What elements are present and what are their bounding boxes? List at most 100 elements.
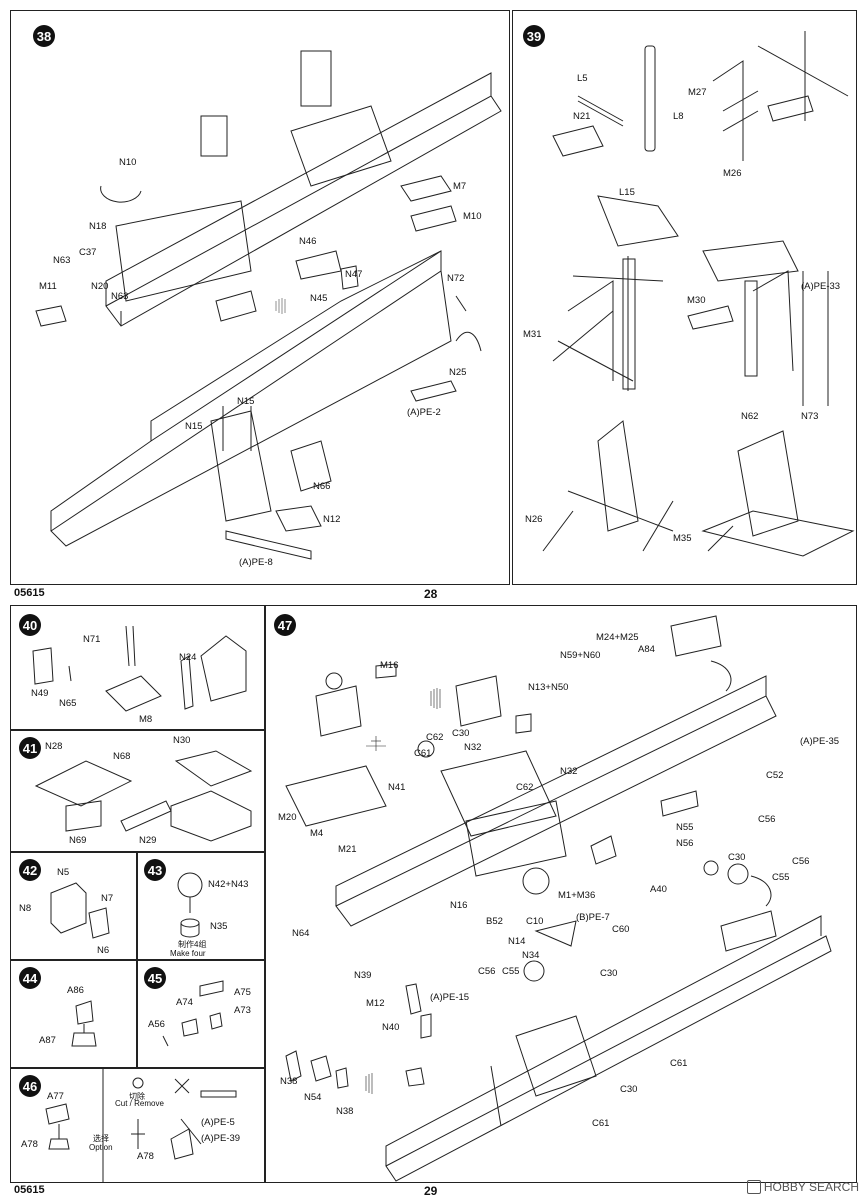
label-a78: A78 (21, 1139, 38, 1150)
label-n47: N47 (345, 269, 363, 280)
label-n65: N65 (59, 698, 77, 709)
label-n72: N72 (447, 273, 465, 284)
label-l8: L8 (673, 111, 684, 122)
label-m16: M16 (380, 660, 399, 671)
label-n29: N29 (139, 835, 157, 846)
label-a40: A40 (650, 884, 667, 895)
watermark-logo-icon (746, 1180, 761, 1194)
label-c61-b: C61 (670, 1058, 688, 1069)
label-n14: N14 (508, 936, 526, 947)
label-a-pe-33: (A)PE-33 (801, 281, 841, 292)
label-l15: L15 (619, 187, 635, 198)
label-m30: M30 (687, 295, 706, 306)
label-n42-n43: N42+N43 (208, 879, 249, 890)
label-b52: B52 (486, 916, 503, 927)
label-n35: N35 (210, 921, 228, 932)
label-n69: N69 (69, 835, 87, 846)
step-39-drawing (542, 31, 855, 557)
label-a78-b: A78 (137, 1151, 154, 1162)
label-m31: M31 (523, 329, 542, 340)
label-n28: N28 (45, 741, 63, 752)
step-46-number: 46 (19, 1075, 41, 1097)
label-a-pe-39: (A)PE-39 (201, 1133, 241, 1144)
label-n63: N63 (53, 255, 71, 266)
step-46-panel: 46 A77 A78 切除 Cut / Remove 选择 Option (A)… (10, 1068, 265, 1183)
label-n30: N30 (173, 735, 191, 746)
label-m7: M7 (453, 181, 467, 192)
footer-code-bottom: 05615 (14, 1184, 45, 1196)
step-38-panel: 38 (10, 10, 510, 585)
label-n15: N15 (237, 396, 255, 407)
label-c56-b: C56 (792, 856, 810, 867)
option-cn: 选择 (93, 1134, 109, 1143)
label-n10: N10 (119, 157, 137, 168)
label-n6: N6 (97, 945, 110, 956)
label-m4: M4 (310, 828, 324, 839)
label-n13-n50: N13+N50 (528, 682, 569, 693)
step-41-panel: 41 N28 N68 N30 N69 N29 (10, 730, 265, 852)
label-n54: N54 (304, 1092, 322, 1103)
label-c30: C30 (452, 728, 470, 739)
label-c56: C56 (758, 814, 776, 825)
label-n55: N55 (676, 822, 694, 833)
label-a-pe-8: (A)PE-8 (239, 557, 273, 568)
step-38-drawing (35, 50, 502, 560)
step-44-drawing (71, 1000, 97, 1047)
label-m8: M8 (139, 714, 153, 725)
note-make-four-cn: 制作4组 (178, 940, 207, 949)
label-c10: C10 (526, 916, 544, 927)
label-m27: M27 (688, 87, 707, 98)
step-47-number: 47 (274, 614, 296, 636)
label-n21: N21 (573, 111, 591, 122)
step-42-panel: 42 N5 N7 N8 N6 (10, 852, 137, 960)
label-c62-b: C62 (516, 782, 534, 793)
label-m26: M26 (723, 168, 742, 179)
label-n66: N66 (313, 481, 331, 492)
step-38-number: 38 (33, 25, 55, 47)
label-a-pe-2: (A)PE-2 (407, 407, 441, 418)
page-number-bottom: 29 (424, 1184, 438, 1198)
label-n39: N39 (354, 970, 372, 981)
label-c55: C55 (772, 872, 790, 883)
step-41-drawing (34, 750, 253, 842)
label-n49: N49 (31, 688, 49, 699)
step-47-panel: 47 (265, 605, 857, 1183)
label-m12: M12 (366, 998, 385, 1009)
step-42-number: 42 (19, 859, 41, 881)
label-n25: N25 (449, 367, 467, 378)
step-39-number: 39 (523, 25, 545, 47)
label-m24-m25: M24+M25 (596, 632, 639, 643)
label-m21: M21 (338, 844, 357, 855)
step-41-number: 41 (19, 737, 41, 759)
label-n24: N24 (179, 652, 197, 663)
label-n63-b: N63 (111, 291, 129, 302)
label-c55-b: C55 (502, 966, 520, 977)
label-n46: N46 (299, 236, 317, 247)
step-40-drawing (32, 625, 247, 712)
label-c60: C60 (612, 924, 630, 935)
step-44-panel: 44 A86 A87 (10, 960, 137, 1068)
label-n16: N16 (450, 900, 468, 911)
label-m1-m36: M1+M36 (558, 890, 596, 901)
label-n73: N73 (801, 411, 819, 422)
step-44-number: 44 (19, 967, 41, 989)
label-n5: N5 (57, 867, 70, 878)
label-n38-b: N38 (336, 1106, 354, 1117)
label-m35: M35 (673, 533, 692, 544)
label-n41: N41 (388, 782, 406, 793)
step-45-number: 45 (144, 967, 166, 989)
label-n62: N62 (741, 411, 759, 422)
step-40-panel: 40 N71 N24 N49 N65 M8 (10, 605, 265, 730)
label-a-pe-15: (A)PE-15 (430, 992, 470, 1003)
cut-remove-en: Cut / Remove (115, 1099, 164, 1108)
label-n38: N38 (280, 1076, 298, 1087)
label-m11: M11 (39, 281, 57, 292)
label-n40: N40 (382, 1022, 400, 1033)
label-n59-n60: N59+N60 (560, 650, 601, 661)
label-n7: N7 (101, 893, 114, 904)
cut-remove-cn: 切除 (129, 1092, 145, 1101)
label-a77: A77 (47, 1091, 64, 1102)
step-47-drawing (285, 615, 832, 1182)
label-n56: N56 (676, 838, 694, 849)
note-make-four-en: Make four (170, 949, 206, 958)
